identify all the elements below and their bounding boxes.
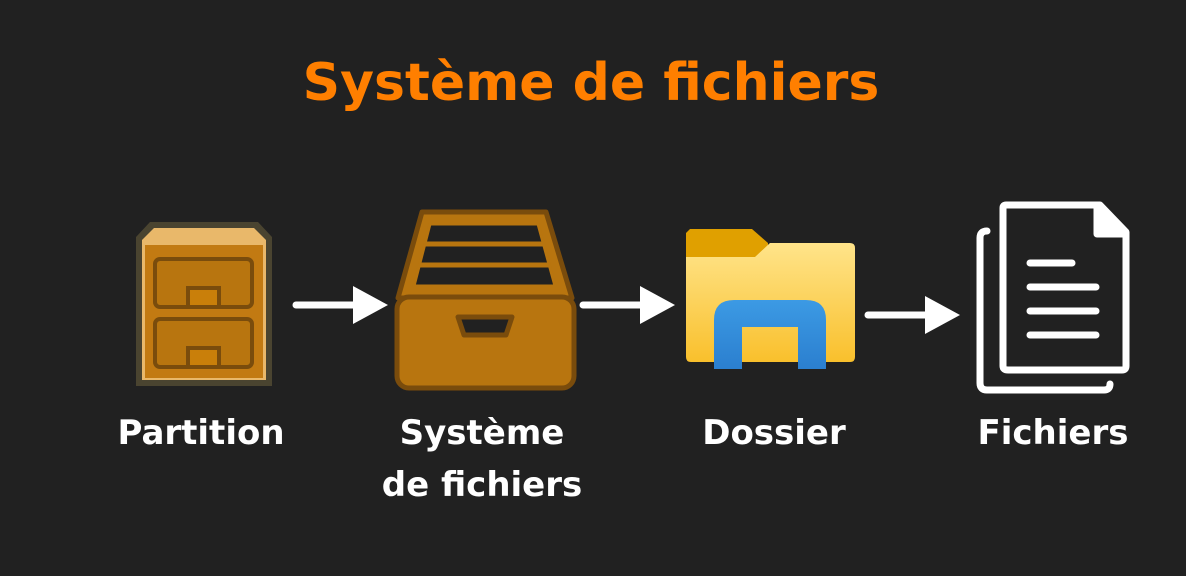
step-label-partition: Partition bbox=[117, 413, 284, 453]
step-label-filesystem-line1: Système bbox=[400, 413, 565, 453]
step-label-folder: Dossier bbox=[702, 413, 846, 453]
documents-icon bbox=[976, 201, 1130, 394]
file-cabinet-icon bbox=[136, 222, 272, 386]
step-label-files: Fichiers bbox=[978, 413, 1129, 453]
arrow-icon bbox=[579, 286, 675, 324]
step-label-filesystem-line2: de fichiers bbox=[382, 465, 583, 505]
diagram-title: Système de fichiers bbox=[303, 53, 880, 113]
archive-drawer-icon bbox=[394, 209, 577, 391]
folder-explorer-icon bbox=[686, 229, 855, 369]
arrow-icon bbox=[864, 296, 960, 334]
arrow-icon bbox=[292, 286, 388, 324]
